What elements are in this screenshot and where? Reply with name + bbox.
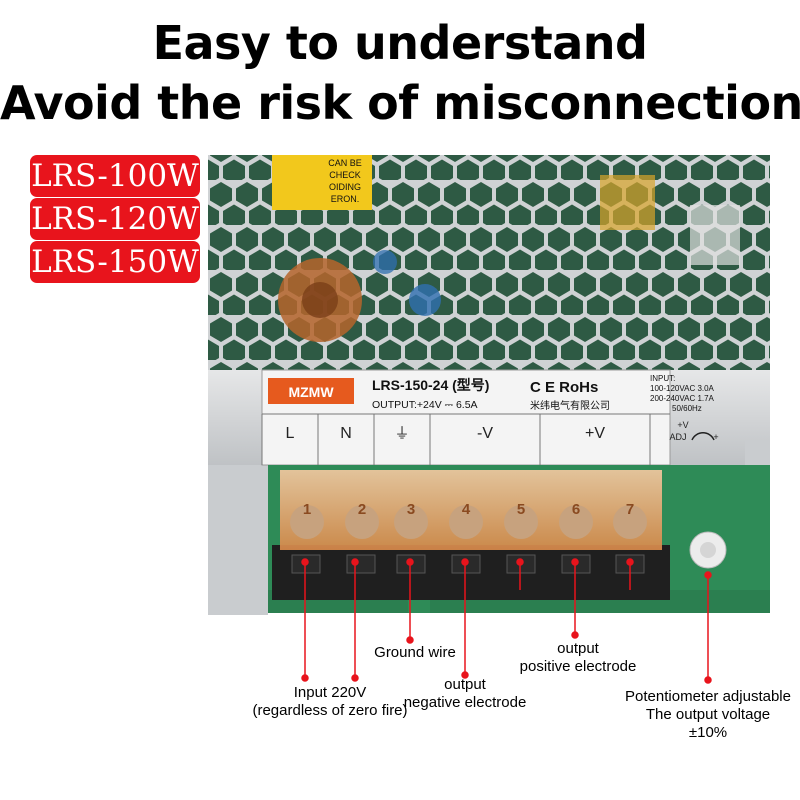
device-input-title: INPUT: — [650, 374, 675, 383]
capacitor — [409, 284, 441, 316]
terminal-label-ground: ⏚ — [394, 424, 409, 442]
terminal-label-pos: +V — [585, 425, 605, 442]
warning-sticker — [272, 155, 372, 210]
model-badge-100w: LRS-100W — [30, 155, 200, 197]
terminal-screws — [290, 505, 647, 539]
terminal-label-neg: -V — [477, 425, 493, 442]
terminal-number-6: 6 — [572, 501, 580, 518]
callout-input-line1: Input 220V — [293, 684, 367, 701]
device-input-line2: 200-240VAC 1.7A — [650, 394, 715, 403]
sticker-line-4: ERON. — [331, 194, 360, 204]
callout-pot-line1: Potentiometer adjustable — [625, 688, 791, 705]
callout-ground: Ground wire — [374, 644, 456, 661]
terminal-label-n: N — [340, 425, 352, 442]
sticker-line-3: OIDING — [329, 182, 361, 192]
model-badge-120w: LRS-120W — [30, 198, 200, 240]
adj-top-label: +V — [677, 420, 688, 430]
adjust-arc-icon — [691, 432, 715, 441]
callout-neg-line2: negative electrode — [403, 694, 527, 711]
terminal-number-1: 1 — [303, 501, 311, 518]
sticker-line-2: CHECK — [329, 170, 361, 180]
adj-plus-label: + — [713, 432, 718, 442]
terminal-number-2: 2 — [358, 501, 366, 518]
device-brand: MZMW — [288, 384, 334, 400]
device-output: OUTPUT:+24V ⎓ 6.5A — [372, 399, 478, 411]
headline-line-1: Easy to understand — [152, 16, 648, 70]
device-company: 米纬电气有限公司 — [530, 399, 610, 412]
model-badge-150w: LRS-150W — [30, 241, 200, 283]
callout-pot-line2: The output voltage — [645, 706, 771, 723]
callout-pot-line3: ±10% — [688, 724, 728, 741]
device-input-line1: 100-120VAC 3.0A — [650, 384, 715, 393]
device-input-freq: 50/60Hz — [672, 404, 702, 413]
brand-logo-box — [268, 378, 354, 404]
terminal-number-4: 4 — [462, 501, 471, 518]
callout-input-line2: (regardless of zero fire) — [252, 702, 408, 719]
callout-neg-line1: output — [444, 676, 486, 693]
terminal-label-l: L — [286, 425, 295, 442]
callout-pos-line2: positive electrode — [519, 658, 637, 675]
device-model: LRS-150-24 (型号) — [372, 377, 489, 393]
terminal-number-7: 7 — [626, 501, 634, 518]
headline-line-2: Avoid the risk of misconnection — [0, 76, 800, 130]
terminal-number-3: 3 — [407, 501, 415, 518]
terminal-number-5: 5 — [517, 501, 525, 518]
adj-bottom-label: ADJ — [669, 432, 686, 442]
callout-pos-line1: output — [557, 640, 599, 657]
sticker-line-1: CAN BE — [328, 158, 362, 168]
device-cert: C E RoHs — [530, 379, 598, 396]
